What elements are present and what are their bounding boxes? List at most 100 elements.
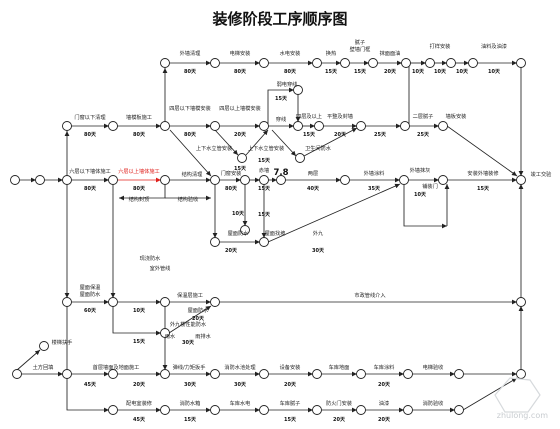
node xyxy=(210,237,220,247)
node xyxy=(438,121,448,131)
node xyxy=(468,58,478,68)
duration-label: 15天 xyxy=(258,185,271,192)
node xyxy=(160,121,170,131)
node xyxy=(160,369,170,379)
node xyxy=(108,405,118,415)
node xyxy=(62,121,72,131)
activity-label: 结构封顶 xyxy=(129,195,150,203)
node xyxy=(454,369,464,379)
duration-label: 10天 xyxy=(488,68,501,75)
label-layer: 外墙清理 电梯安装 水电安装 换热 腻子 壁墙门框 抹面面油 打样安装 油料及油… xyxy=(33,38,553,407)
node xyxy=(210,121,220,131)
duration-label: 10天 xyxy=(434,68,447,75)
duration-label: 20天 xyxy=(334,131,347,138)
node xyxy=(160,175,170,185)
activity-label: 雨排水 xyxy=(195,332,211,340)
activity-label: 二层腻子 xyxy=(413,112,434,120)
activity-label: 屋面保温 xyxy=(80,283,101,291)
duration-label: 20天 xyxy=(192,315,205,322)
activity-label: 车库腻子 xyxy=(280,399,301,407)
node xyxy=(293,121,303,131)
edge xyxy=(403,185,447,229)
activity-label: 墙模板施工 xyxy=(126,113,152,121)
diagram-title: 装修阶段工序顺序图 xyxy=(211,10,347,28)
duration-label: 30天 xyxy=(184,381,197,388)
node xyxy=(259,175,269,185)
node xyxy=(259,405,269,415)
node xyxy=(340,58,350,68)
node xyxy=(108,121,118,131)
node xyxy=(356,369,366,379)
node xyxy=(210,175,220,185)
duration-label: 30天 xyxy=(312,247,325,254)
node xyxy=(259,121,269,131)
duration-label: 20天 xyxy=(384,68,397,75)
node xyxy=(340,175,350,185)
watermark-text: zhulong.com xyxy=(497,411,548,420)
node xyxy=(259,58,269,68)
node xyxy=(312,405,322,415)
node xyxy=(35,175,45,185)
duration-label: 20天 xyxy=(225,247,238,254)
node xyxy=(39,341,49,351)
duration-label: 80天 xyxy=(184,68,197,75)
activity-label: 上下水立管安装 xyxy=(196,144,232,152)
node xyxy=(516,369,526,379)
node xyxy=(403,405,413,415)
activity-label: 车库水电 xyxy=(230,399,251,407)
duration-label: 45天 xyxy=(133,416,146,423)
node xyxy=(276,175,286,185)
activity-label: 屋面防水 xyxy=(228,229,250,237)
activity-label: 赤墙 xyxy=(259,166,269,174)
activity-label: 外墙抹灰 xyxy=(410,166,431,174)
node xyxy=(312,58,322,68)
duration-label: 15天 xyxy=(234,165,247,172)
node xyxy=(516,175,526,185)
edge xyxy=(112,306,161,336)
duration-label: 10天 xyxy=(414,191,427,198)
activity-label: 油漆 xyxy=(379,399,389,407)
activity-label: 防火门安装 xyxy=(326,399,352,407)
duration-label: 80天 xyxy=(133,131,146,138)
duration-layer: 80天 80天 80天 15天 15天 20天 10天 10天 10天 10天 … xyxy=(84,68,501,423)
node xyxy=(108,369,118,379)
activity-label: 上下水立管安装 xyxy=(248,144,284,152)
activity-label: 四层及以上 xyxy=(296,112,322,120)
activity-label: 六层以上墙体施工 xyxy=(118,167,160,175)
activity-label: 打样安装 xyxy=(430,42,451,50)
activity-label: 卫生间防水 xyxy=(305,144,332,152)
activity-label: 土方回填 xyxy=(33,363,54,371)
node xyxy=(368,58,378,68)
activity-label: 穿线 xyxy=(276,115,286,123)
node xyxy=(160,328,170,338)
duration-label: 15天 xyxy=(354,68,367,75)
activity-label: 抹面面油 xyxy=(380,49,401,57)
activity-label: 腻子 xyxy=(355,38,365,46)
node xyxy=(425,58,435,68)
activity-label: 铺装门 xyxy=(422,182,438,190)
node xyxy=(259,369,269,379)
duration-label: 45天 xyxy=(84,381,97,388)
edge xyxy=(245,129,269,156)
node xyxy=(399,175,409,185)
edge xyxy=(462,377,518,411)
node xyxy=(160,297,170,307)
activity-label: 车库涂料 xyxy=(374,363,395,371)
node xyxy=(210,297,220,307)
activity-label: 外九楼性能防水 xyxy=(170,320,207,328)
activity-label: 外墙涂料 xyxy=(364,169,385,177)
activity-label: 六层以下墙体施工 xyxy=(69,167,111,175)
activity-label: 屋面防水 xyxy=(188,306,210,314)
duration-label: 15天 xyxy=(275,95,288,102)
duration-label: 15天 xyxy=(325,68,338,75)
node xyxy=(210,405,220,415)
duration-label: 80天 xyxy=(284,68,297,75)
edge xyxy=(303,127,358,157)
edge xyxy=(271,129,297,157)
duration-label: 25天 xyxy=(417,131,430,138)
activity-label: 结构清理 xyxy=(182,170,204,178)
edge xyxy=(402,60,410,126)
activity-label: 首层墙面及地面施工 xyxy=(93,363,140,371)
activity-label: 外墙清理 xyxy=(180,49,202,57)
